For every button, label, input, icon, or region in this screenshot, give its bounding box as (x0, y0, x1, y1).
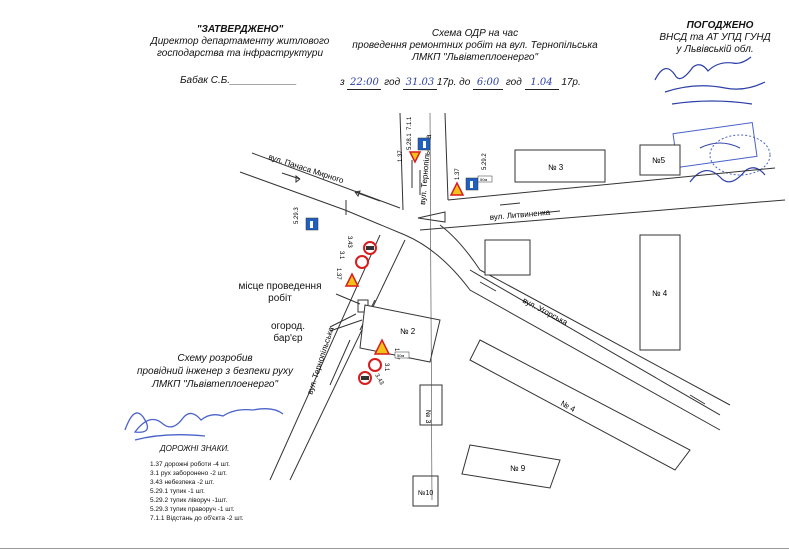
scheme-title-line3: ЛМКП "Львівтеплоенерго" (411, 52, 539, 63)
callout-work-place: місце проведення робіт (232, 281, 328, 305)
label-sign-3-43-top: 3.43 (346, 236, 352, 248)
legend-item: 5.29.3 тупик праворуч -1 шт. (150, 506, 235, 513)
label-building-4-right: № 4 (652, 289, 668, 298)
period-from-date: 31.03 (402, 77, 437, 90)
buildings (359, 144, 691, 507)
callout-barrier-line2: бар'єр (273, 333, 303, 344)
approved-line1: Директор департаменту житлового (150, 36, 330, 47)
agreed-title: ПОГОДЖЕНО (686, 20, 754, 31)
period-to-date: 1.04 (524, 77, 559, 90)
period-from-time: 22:00 (347, 77, 382, 90)
label-plate-a: 50м (480, 177, 487, 182)
legend-item: 5.29.2 тупик ліворуч -1шт. (150, 497, 228, 504)
sign-5-28-1 (417, 137, 431, 151)
approved-title: "ЗАТВЕРДЖЕНО" (196, 24, 284, 35)
approved-line2: господарства та інфраструктури (156, 48, 324, 59)
traffic-island (417, 211, 446, 223)
label-sign-5-29-2: 5.29.2 (482, 153, 488, 170)
legend-list: 1.37 дорожні роботи -4 шт. 3.1 рух забор… (150, 460, 244, 523)
street-uhorska (404, 224, 731, 431)
building-3-top (514, 149, 606, 183)
plate-b (394, 351, 410, 359)
legend-item: 3.1 рух заборонено -2 шт. (150, 470, 227, 477)
label-building-9: № 9 (510, 464, 526, 473)
signer-name: Бабак С.Б. (180, 75, 231, 86)
developer-signature (124, 408, 284, 441)
period-from-prefix: з (340, 77, 345, 88)
label-sign-3-1-bottom: 3.1 (383, 363, 389, 372)
legend-title: ДОРОЖНІ ЗНАКИ. (160, 444, 230, 453)
legend-item: 1.37 дорожні роботи -4 шт. (150, 461, 230, 468)
label-plate-b: 50м (397, 353, 404, 358)
label-sign-5-28-1: 5.28.1 (407, 133, 413, 150)
legend-item: 5.29.1 тупик -1 шт. (150, 488, 205, 495)
sign-1-37-mid (344, 272, 360, 287)
building-5 (639, 144, 681, 176)
sign-3-43-top (363, 241, 377, 255)
developer-line1: Схему розробив (177, 353, 253, 364)
label-building-10: №10 (418, 490, 433, 497)
sign-5-29-3 (305, 217, 319, 231)
sign-1-37-bottom (373, 338, 391, 355)
label-building-2: № 2 (400, 327, 416, 336)
street-lytvynenka (419, 167, 786, 231)
label-building-3-top: № 3 (548, 163, 564, 172)
agreed-line1: ВНСД та АТ УПД ГУНД (659, 32, 771, 43)
building-10 (412, 475, 439, 507)
sign-3-1-bottom (368, 358, 382, 372)
label-sign-3-1-top: 3.1 (338, 251, 344, 260)
agreed-signature (654, 56, 766, 105)
building-outline (484, 239, 531, 276)
label-sign-3-43-bottom: 3.43 (373, 373, 384, 387)
label-building-5: №5 (652, 156, 666, 165)
callout-barrier: огород. бар'єр (258, 321, 318, 345)
period-year-end: 17р. (561, 77, 581, 88)
sign-1-37-top (408, 151, 422, 164)
label-sign-1-37-mid: 1.37 (335, 268, 341, 280)
label-panasa-myrnoho: вул. Панаса Мирного (267, 152, 345, 185)
sign-1-37-lytvynenka (449, 181, 465, 196)
sign-3-43-bottom (358, 371, 372, 385)
label-sign-7-1-1: 7.1.1 (407, 116, 413, 130)
period-hour-word-1: год (384, 77, 401, 88)
approval-stamp (672, 122, 771, 183)
building-3-small (419, 384, 443, 426)
signer-blank: ____________ (230, 75, 297, 86)
sign-3-1-top (355, 255, 369, 269)
period-hour-word-2: год (505, 77, 522, 88)
bottom-rule (0, 548, 789, 549)
period-to-time: 6:00 (473, 77, 504, 90)
street-ternopilska-top (399, 112, 449, 211)
street-panasa-myrnoho (239, 152, 406, 236)
approved-signer: Бабак С.Б.____________ (180, 75, 297, 87)
scheme-title-line2: проведення ремонтних робіт на вул. Терно… (352, 40, 598, 51)
callout-work-place-line2: робіт (268, 293, 292, 304)
legend-item: 3.43 небезпека -2 шт. (150, 479, 215, 486)
agreed-line2: у Львівській обл. (676, 44, 754, 55)
developer-line3: ЛМКП "Львівтеплоенерго" (151, 379, 279, 390)
label-sign-5-29-3: 5.29.3 (294, 207, 300, 224)
building-4-long (469, 339, 691, 471)
section-line (429, 112, 433, 501)
developer-line2: провідний інженер з безпеки руху (136, 366, 294, 377)
building-4-right (639, 234, 681, 351)
building-9 (461, 444, 561, 489)
legend-item: 7.1.1 Відстань до об'єкта -2 шт. (150, 515, 244, 522)
callout-work-place-line1: місце проведення (238, 281, 322, 292)
callout-barrier-line1: огород. (270, 321, 306, 332)
label-sign-1-37-lytvynenka: 1.37 (455, 168, 461, 180)
period-year-to: 17р. до (436, 77, 471, 88)
sign-5-29-2 (465, 177, 479, 191)
label-building-3-small: № 3 (424, 410, 431, 423)
plate-a (477, 175, 493, 183)
label-sign-1-37-top: 1.37 (398, 150, 404, 162)
scheme-title-line1: Схема ОДР на час (431, 28, 519, 39)
